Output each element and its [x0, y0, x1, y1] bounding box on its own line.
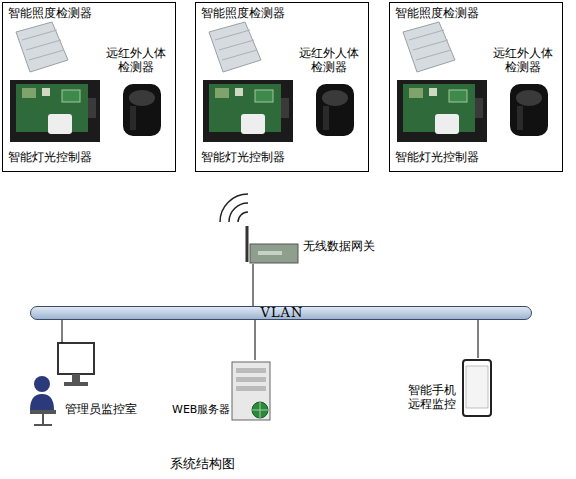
gateway-node: 无线数据网关: [215, 185, 390, 264]
frame-devices: [397, 22, 548, 142]
node-label: 智能灯光控制器: [8, 151, 148, 165]
caption: 系统结构图: [170, 455, 235, 473]
server-icon: [232, 362, 270, 420]
node-label: 智能照度检测器: [201, 7, 341, 21]
node-label: 远红外人体 检测器: [490, 47, 556, 75]
device-frame: 智能照度检测器远红外人体 检测器智能灯光控制器: [195, 2, 369, 172]
node-label: 无线数据网关: [303, 240, 389, 254]
phone-node: 智能手机 远程监控: [405, 358, 495, 418]
node-label: 智能灯光控制器: [395, 151, 535, 165]
admin-node: 管理员监控室: [25, 343, 160, 430]
server-node: WEB服务器: [170, 360, 275, 422]
bus-drop-line: [255, 320, 256, 360]
device-frame: 智能照度检测器远红外人体 检测器智能灯光控制器: [2, 2, 176, 172]
node-label: 远红外人体 检测器: [103, 47, 169, 75]
node-label: 智能灯光控制器: [201, 151, 341, 165]
node-label: 远红外人体 检测器: [296, 47, 362, 75]
bus-drop-line: [478, 320, 479, 358]
node-label: WEB服务器: [172, 404, 242, 417]
gateway-icon: [220, 194, 298, 263]
phone-icon: [463, 360, 491, 416]
frame-devices: [203, 22, 354, 142]
node-label: 智能手机 远程监控: [406, 384, 458, 412]
bus-label: VLAN: [31, 306, 533, 321]
bus-drop-line: [253, 264, 254, 306]
device-frame: 智能照度检测器远红外人体 检测器智能灯光控制器: [389, 2, 563, 172]
bus-drop-line: [62, 320, 63, 343]
frame-devices: [10, 22, 161, 142]
node-label: 智能照度检测器: [8, 7, 148, 21]
node-label: 管理员监控室: [65, 403, 159, 417]
vlan-bus: VLAN: [30, 306, 532, 320]
node-label: 智能照度检测器: [395, 7, 535, 21]
